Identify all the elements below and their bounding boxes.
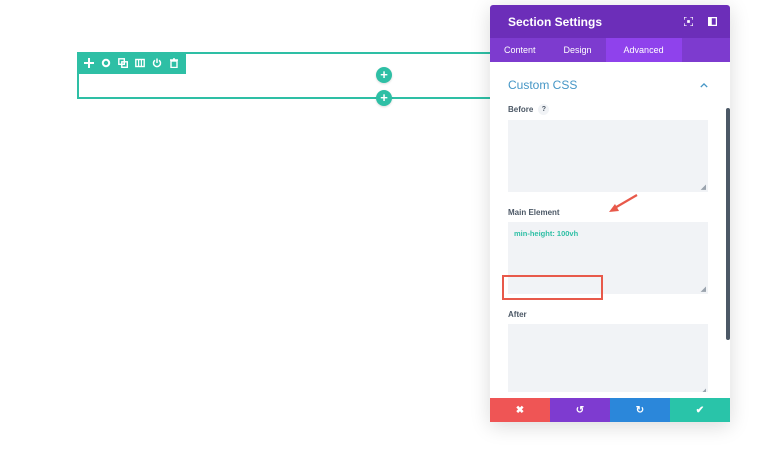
group-title: Custom CSS	[508, 78, 578, 92]
undo-button[interactable]: ↺	[550, 398, 610, 422]
after-css-textarea[interactable]: ◢	[508, 324, 708, 392]
power-icon[interactable]	[151, 58, 162, 69]
before-label-text: Before	[508, 105, 534, 114]
tab-design[interactable]: Design	[563, 45, 592, 55]
panel-header[interactable]: Section Settings	[490, 5, 730, 38]
trash-icon[interactable]	[168, 58, 179, 69]
chevron-up-icon	[700, 80, 708, 91]
duplicate-icon[interactable]	[117, 58, 128, 69]
sidebar-toggle-icon[interactable]	[706, 16, 718, 28]
main-element-css-value: min-height: 100vh	[514, 229, 579, 238]
panel-footer: ✖ ↺ ↻ ✔	[490, 398, 730, 422]
add-section-button[interactable]: +	[376, 90, 392, 106]
help-icon[interactable]: ?	[538, 104, 550, 115]
cancel-button[interactable]: ✖	[490, 398, 550, 422]
redo-button[interactable]: ↻	[610, 398, 670, 422]
panel-scrollbar[interactable]	[726, 108, 730, 340]
tab-content[interactable]: Content	[504, 45, 536, 55]
gear-icon[interactable]	[100, 58, 111, 69]
tab-advanced[interactable]: Advanced	[605, 38, 682, 62]
main-element-label: Main Element	[508, 208, 712, 217]
columns-icon[interactable]	[134, 58, 145, 69]
close-icon: ✖	[515, 404, 525, 416]
save-button[interactable]: ✔	[670, 398, 730, 422]
after-label: After	[508, 310, 712, 319]
fullscreen-icon[interactable]	[682, 16, 694, 28]
settings-tabs: Content Design Advanced	[490, 38, 730, 62]
check-icon: ✔	[695, 404, 705, 416]
main-element-label-text: Main Element	[508, 208, 560, 217]
before-css-textarea[interactable]: ◢	[508, 120, 708, 192]
canvas-section[interactable]	[77, 52, 517, 99]
resize-handle-icon[interactable]: ◢	[700, 184, 706, 191]
move-icon[interactable]	[83, 58, 94, 69]
section-settings-panel: Section Settings Content Design Advanced…	[490, 5, 730, 422]
custom-css-toggle[interactable]: Custom CSS	[490, 62, 730, 92]
after-label-text: After	[508, 310, 527, 319]
panel-body: Custom CSS Before ? ◢ Main Element min-h…	[490, 62, 730, 392]
resize-handle-icon[interactable]: ◢	[700, 388, 706, 392]
before-label: Before ?	[508, 104, 712, 115]
add-row-button[interactable]: +	[376, 67, 392, 83]
resize-handle-icon[interactable]: ◢	[700, 286, 706, 293]
annotation-highlight-box	[502, 275, 603, 300]
section-toolbar	[77, 52, 186, 74]
redo-icon: ↻	[635, 404, 645, 416]
main-element-css-textarea[interactable]: min-height: 100vh ◢	[508, 222, 708, 294]
panel-title: Section Settings	[508, 14, 603, 29]
annotation-arrow-icon	[609, 194, 638, 212]
undo-icon: ↺	[575, 404, 585, 416]
